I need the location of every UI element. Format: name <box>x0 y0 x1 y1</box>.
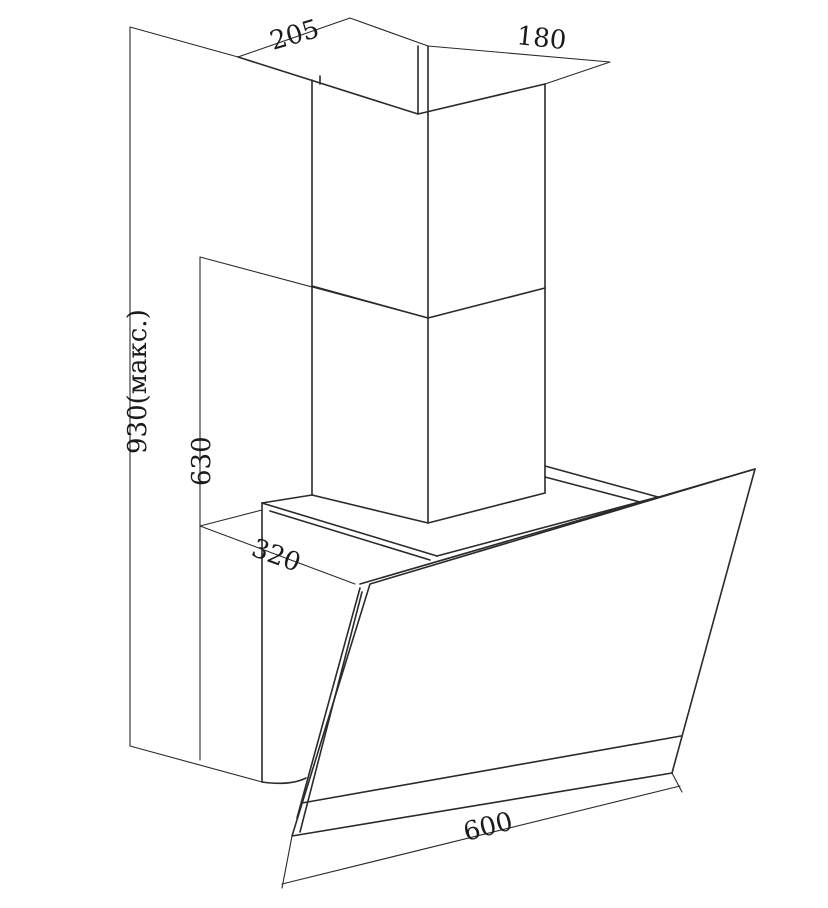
dim-205-line <box>237 17 351 58</box>
glass-panel-bottom-strip <box>301 735 682 804</box>
dim-label-180: 180 <box>515 21 568 56</box>
dim-600-ext-left <box>281 835 293 889</box>
dim-label-630: 630 <box>187 436 217 486</box>
dim-label-205: 205 <box>267 14 323 57</box>
chimney-bottom-edge <box>311 492 546 524</box>
chimney <box>237 45 546 524</box>
chimney-top-opening <box>237 56 546 115</box>
dim-630-ext-top <box>199 256 429 319</box>
dim-205-ext-right <box>349 17 429 47</box>
dim-320-line <box>199 525 356 585</box>
dim-600-ext-right <box>671 772 683 793</box>
dim-600-line <box>281 785 681 885</box>
dim-930-ext-bottom <box>129 745 263 783</box>
glass-panel-outline <box>291 468 756 837</box>
dim-label-600: 600 <box>460 807 515 848</box>
glass-panel-left-thickness <box>296 587 361 819</box>
dim-label-930: 930(макс.) <box>123 309 153 454</box>
glass-panel-top-inner <box>436 496 659 557</box>
body-bottom-curve <box>261 777 307 785</box>
dim-320-ext-left <box>199 509 263 527</box>
dim-label-320: 320 <box>248 533 305 578</box>
dim-180-ext-right <box>544 61 611 85</box>
body-top-inner-right <box>544 476 641 503</box>
dim-180-line <box>427 45 611 63</box>
panel-top-edge <box>261 502 438 557</box>
dim-205-ext-left <box>129 26 239 58</box>
glass-panel-top-thickness <box>359 468 756 585</box>
body-top-back <box>261 494 313 504</box>
body-top-right <box>544 465 659 498</box>
glass-panel <box>291 468 756 837</box>
panel-top-edge-inner <box>269 510 431 561</box>
dimension-lines <box>129 17 683 889</box>
glass-panel-left-edge-inner <box>299 591 363 833</box>
